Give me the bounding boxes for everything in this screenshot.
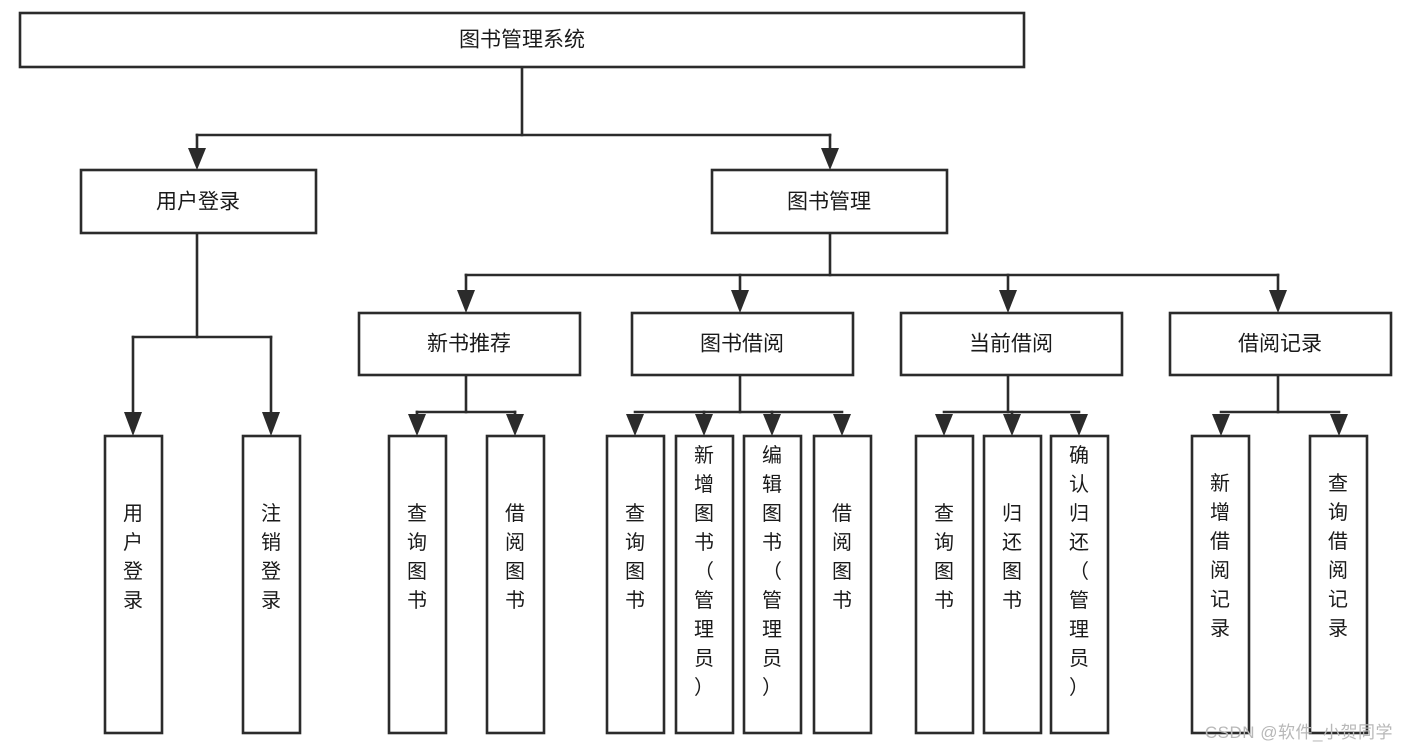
arrow-head-book-borrow [731,290,749,313]
node-leaf-query-book-3[interactable]: 查询图书 [914,434,975,735]
node-leaf-borrow-book-2-label: 借阅图书 [832,502,852,612]
node-leaf-query-record-box[interactable] [1308,434,1369,735]
node-new-book-recommend[interactable]: 新书推荐 [357,311,582,377]
connector-group-book-borrow-to-leaves [626,373,851,436]
arrow-head-new-book-recommend [457,290,475,313]
node-book-management[interactable]: 图书管理 [710,168,949,235]
node-user-login[interactable]: 用户登录 [79,168,318,235]
node-book-management-box[interactable] [710,168,949,235]
node-leaf-user-login-box[interactable] [103,434,164,735]
connector-group-current-borrow-to-leaves [935,373,1088,436]
node-leaf-add-record-label: 新增借阅记录 [1210,472,1230,640]
node-book-borrow-label: 图书借阅 [700,333,784,356]
node-leaf-edit-book[interactable]: 编辑图书（管理员） [742,434,803,735]
node-leaf-edit-book-box[interactable] [742,434,803,735]
node-current-borrow-label: 当前借阅 [969,333,1053,356]
node-new-book-recommend-box[interactable] [357,311,582,377]
arrow-head-leaf-confirm-return [1070,414,1088,436]
node-user-login-box[interactable] [79,168,318,235]
arrow-head-leaf-return-book [1003,414,1021,436]
node-leaf-add-record-box[interactable] [1190,434,1251,735]
node-leaf-borrow-book-1[interactable]: 借阅图书 [485,434,546,735]
arrow-head-leaf-user-login [124,412,142,436]
node-leaf-logout-label: 注销登录 [261,502,281,612]
node-leaf-query-book-1-label: 查询图书 [407,502,427,612]
node-current-borrow[interactable]: 当前借阅 [899,311,1124,377]
node-root[interactable]: 图书管理系统 [18,11,1026,69]
arrow-head-leaf-query-book-1 [408,414,426,436]
node-book-borrow-box[interactable] [630,311,855,377]
node-root-label: 图书管理系统 [459,29,585,52]
arrow-head-user-login [188,148,206,170]
node-leaf-borrow-book-1-box[interactable] [485,434,546,735]
node-leaf-user-login-label: 用户登录 [123,503,143,612]
node-leaf-query-book-2-box[interactable] [605,434,666,735]
arrow-head-leaf-borrow-book-1 [506,414,524,436]
node-leaf-borrow-book-2[interactable]: 借阅图书 [812,434,873,735]
arrow-head-book-management [821,148,839,170]
node-borrow-record[interactable]: 借阅记录 [1168,311,1393,377]
node-leaf-query-record[interactable]: 查询借阅记录 [1308,434,1369,735]
node-leaf-confirm-return[interactable]: 确认归还（管理员） [1049,434,1110,735]
node-leaf-user-login[interactable]: 用户登录 [103,434,164,735]
node-leaf-edit-book-label: 编辑图书（管理员） [762,444,782,699]
arrow-head-leaf-edit-book [763,414,781,436]
arrow-head-leaf-add-book [695,414,713,436]
node-leaf-query-book-2[interactable]: 查询图书 [605,434,666,735]
node-leaf-confirm-return-box[interactable] [1049,434,1110,735]
node-leaf-return-book[interactable]: 归还图书 [982,434,1043,735]
arrow-head-current-borrow [999,290,1017,313]
node-leaf-query-book-2-label: 查询图书 [625,502,645,612]
node-leaf-query-book-1-box[interactable] [387,434,448,735]
node-leaf-query-book-1[interactable]: 查询图书 [387,434,448,735]
node-book-borrow[interactable]: 图书借阅 [630,311,855,377]
node-leaf-add-book[interactable]: 新增图书（管理员） [674,434,735,735]
node-book-management-label: 图书管理 [787,191,871,214]
csdn-watermark: CSDN @软件_小贺同学 [1204,723,1393,742]
node-user-login-label: 用户登录 [156,191,240,214]
node-new-book-recommend-label: 新书推荐 [427,333,511,356]
node-root-box[interactable] [18,11,1026,69]
connector-group-new-book-to-leaves [408,373,524,436]
node-leaf-borrow-book-1-label: 借阅图书 [505,502,525,612]
connector-group-book-management-to-level3 [457,231,1287,313]
node-borrow-record-label: 借阅记录 [1238,333,1322,356]
node-current-borrow-box[interactable] [899,311,1124,377]
node-leaf-return-book-label: 归还图书 [1002,502,1022,612]
node-leaf-add-record[interactable]: 新增借阅记录 [1190,434,1251,735]
node-leaf-query-record-label: 查询借阅记录 [1328,472,1348,640]
node-leaf-return-book-box[interactable] [982,434,1043,735]
node-leaf-query-book-3-label: 查询图书 [934,502,954,612]
node-borrow-record-box[interactable] [1168,311,1393,377]
node-leaf-query-book-3-box[interactable] [914,434,975,735]
arrow-head-leaf-logout [262,412,280,436]
node-leaf-borrow-book-2-box[interactable] [812,434,873,735]
node-leaf-confirm-return-label: 确认归还（管理员） [1069,444,1089,699]
node-leaf-add-book-box[interactable] [674,434,735,735]
arrow-head-leaf-add-record [1212,414,1230,436]
arrow-head-leaf-query-record [1330,414,1348,436]
arrow-head-leaf-query-book-3 [935,414,953,436]
node-leaf-logout[interactable]: 注销登录 [241,434,302,735]
connector-group-borrow-record-to-leaves [1212,373,1348,436]
arrow-head-borrow-record [1269,290,1287,313]
connector-group-root-to-level2 [188,65,839,170]
arrow-head-leaf-borrow-book-2 [833,414,851,436]
node-leaf-add-book-label: 新增图书（管理员） [694,444,714,699]
connector-group-user-login-to-leaves [124,231,280,436]
arrow-head-leaf-query-book-2 [626,414,644,436]
node-leaf-logout-box[interactable] [241,434,302,735]
